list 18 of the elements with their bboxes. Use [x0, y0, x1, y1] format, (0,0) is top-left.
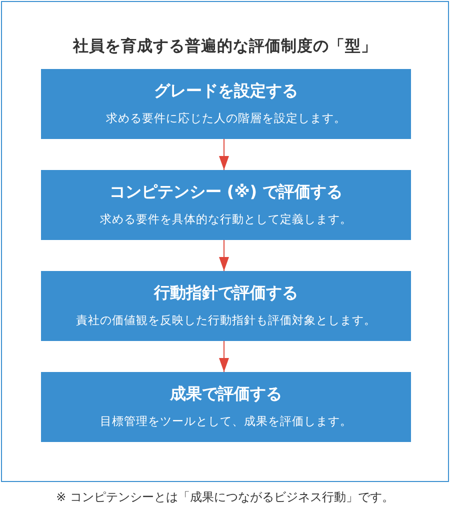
arrow — [219, 138, 229, 170]
arrow — [219, 240, 229, 272]
footnote: ※ コンピテンシーとは「成果につながるビジネス行動」です。 — [55, 489, 395, 506]
step-heading: 成果で評価する — [168, 384, 283, 405]
step-heading: 行動指針で評価する — [152, 283, 299, 304]
step-description: 目標管理をツールとして、成果を評価します。 — [99, 414, 353, 429]
step-description: 責社の価値観を反映した行動指針も評価対象とします。 — [75, 313, 377, 328]
step-heading: コンピテンシー (※) で評価する — [108, 182, 344, 203]
step-box — [41, 271, 411, 341]
step-box — [41, 170, 411, 240]
arrow — [219, 340, 229, 372]
frame-heading: 社員を育成する普遍的な評価制度の「型」 — [72, 36, 378, 57]
step-box — [41, 69, 411, 139]
step-heading: グレードを設定する — [153, 81, 299, 102]
step-description: 求める要件を具体的な行動として定義します。 — [99, 212, 353, 227]
step-box — [41, 372, 411, 442]
outer-frame — [1, 1, 449, 482]
step-description: 求める要件に応じた人の階層を設定します。 — [105, 111, 347, 126]
